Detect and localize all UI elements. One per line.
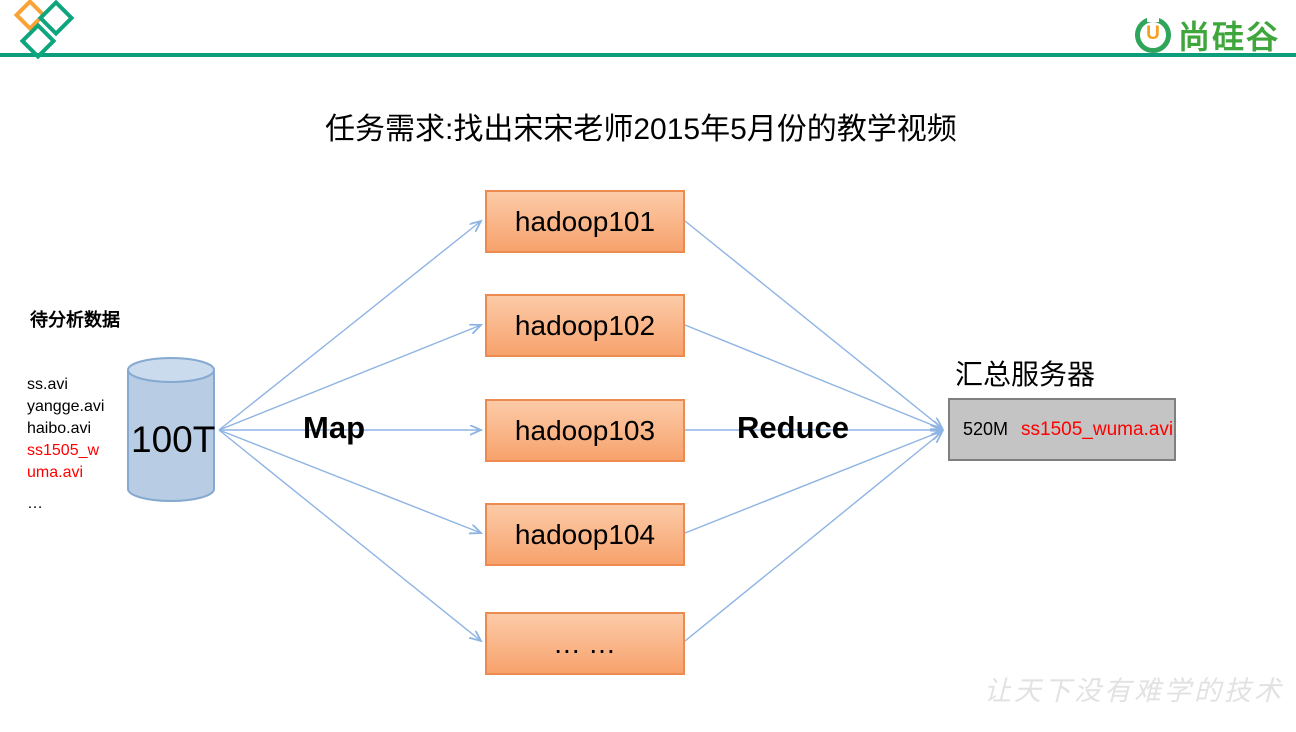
data-capacity: 100T [131,419,216,460]
result-file-name: ss1505_wuma.avi [1021,418,1174,440]
reduce-phase-label: Reduce [737,410,849,445]
map-phase-label: Map [303,410,365,445]
file-item-highlight: ss1505_w [27,442,100,459]
source-data-label: 待分析数据 [30,310,120,330]
file-list: ss.avi yangge.avi haibo.avi ss1505_w uma… [27,374,104,515]
file-item-highlight: uma.avi [27,464,84,481]
result-file-size: 520M [963,419,1009,439]
map-node-hadoop104: hadoop104 [485,503,685,566]
brand-u-letter: U [1146,23,1160,45]
map-node-hadoop103: hadoop103 [485,399,685,462]
result-server-box: 520M ss1505_wuma.avi [948,398,1176,461]
diamonds-logo-icon [13,0,75,60]
result-server-label: 汇总服务器 [955,359,1096,390]
map-node-more: ... ... [485,612,685,675]
map-node-hadoop101: hadoop101 [485,190,685,253]
database-cylinder-icon [127,357,215,502]
brand-logo: U 尚硅谷 [1134,12,1280,58]
map-node-hadoop102: hadoop102 [485,294,685,357]
file-item: haibo.avi [27,420,92,437]
slide-title: 任务需求:找出宋宋老师2015年5月份的教学视频 [325,113,957,146]
brand-name: 尚硅谷 [1177,19,1280,55]
file-item: yangge.avi [27,398,105,415]
file-item: ss.avi [27,376,68,393]
brand-u-icon: U [1134,17,1171,53]
watermark-slogan: 让天下没有难学的技术 [984,676,1284,707]
header-divider [0,53,1296,57]
file-list-ellipsis: … [27,495,45,512]
